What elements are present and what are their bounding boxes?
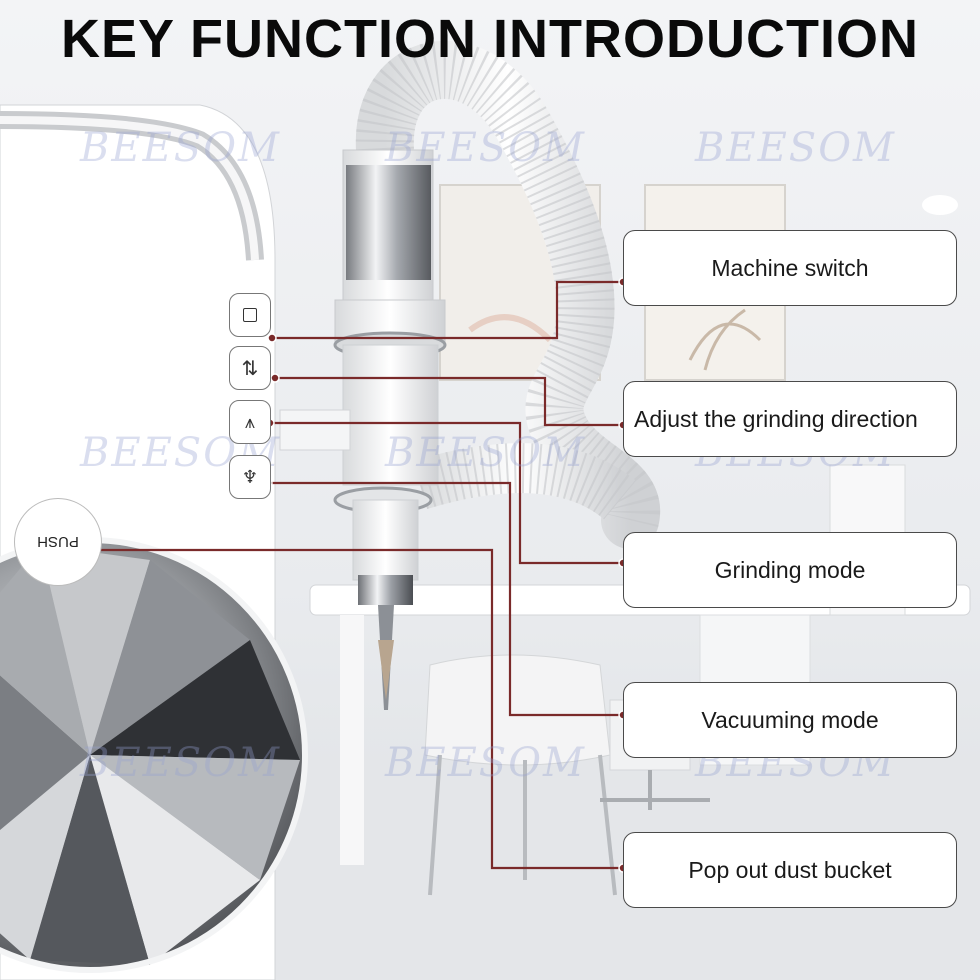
square-icon [243, 308, 257, 322]
machine-switch-label: Machine switch [623, 230, 957, 306]
pop-out-dust-bucket-text: Pop out dust bucket [688, 856, 892, 883]
pop-out-dust-bucket-label: Pop out dust bucket [623, 832, 957, 908]
grinding-direction-text: Adjust the grinding direction [634, 405, 918, 432]
grinding-mode-label: Grinding mode [623, 532, 957, 608]
vacuuming-mode-label: Vacuuming mode [623, 682, 957, 758]
grind-icon: ⩚ [244, 411, 256, 433]
vacuum-icon: ♆ [241, 466, 259, 488]
watermark-3: BEESOM [695, 125, 896, 171]
grinding-direction-label: Adjust the grinding direction [623, 381, 957, 457]
push-button[interactable]: PUSH [14, 498, 102, 586]
vacuuming-mode-text: Vacuuming mode [701, 706, 879, 733]
grinding-direction-button[interactable]: ⇅ [229, 346, 271, 390]
page-title: KEY FUNCTION INTRODUCTION [61, 9, 919, 69]
rotate-arrows-icon: ⇅ [241, 356, 259, 380]
grinding-mode-text: Grinding mode [714, 556, 866, 583]
watermark-8: BEESOM [385, 740, 586, 786]
machine-switch-text: Machine switch [711, 254, 869, 281]
machine-switch-button[interactable] [229, 293, 271, 337]
watermark-7: BEESOM [80, 740, 281, 786]
watermark-1: BEESOM [80, 125, 281, 171]
watermark-5: BEESOM [385, 430, 586, 476]
push-label: PUSH [37, 533, 79, 551]
vacuuming-mode-button[interactable]: ♆ [229, 455, 271, 499]
watermark-2: BEESOM [385, 125, 586, 171]
grinding-mode-button[interactable]: ⩚ [229, 400, 271, 444]
